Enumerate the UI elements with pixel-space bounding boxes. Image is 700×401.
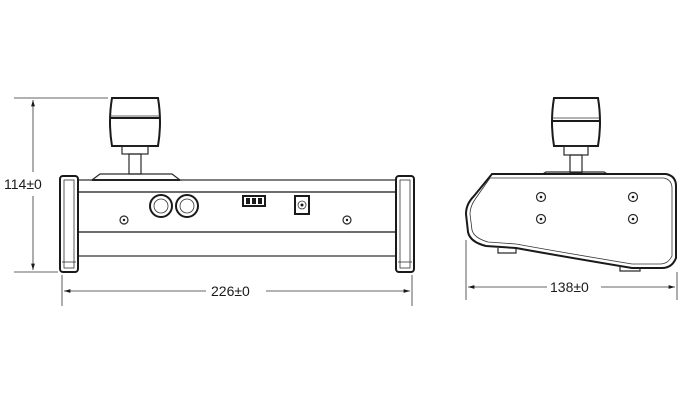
- depth-label: 138±0: [550, 279, 589, 295]
- front-view: 114±0 226±0: [4, 97, 415, 306]
- dip-switch: [242, 195, 266, 207]
- screw-front-left: [119, 215, 129, 225]
- round-connector-right: [175, 194, 199, 218]
- joystick-head-side: [533, 97, 617, 179]
- height-label: 114±0: [4, 176, 42, 192]
- joystick-head-front: [90, 97, 182, 181]
- screw-side-3: [535, 213, 547, 225]
- height-dimension: 114±0: [4, 97, 108, 273]
- front-body: [59, 175, 415, 273]
- side-body: [464, 173, 677, 272]
- depth-dimension: 138±0: [465, 240, 678, 300]
- screw-side-1: [535, 191, 547, 203]
- screw-side-4: [627, 213, 639, 225]
- screw-front-right: [342, 215, 352, 225]
- screw-side-2: [627, 191, 639, 203]
- round-connector-left: [149, 194, 173, 218]
- width-label: 226±0: [211, 283, 250, 299]
- side-view: 138±0: [464, 97, 678, 300]
- width-dimension: 226±0: [61, 275, 413, 306]
- dc-power-jack: [294, 195, 310, 215]
